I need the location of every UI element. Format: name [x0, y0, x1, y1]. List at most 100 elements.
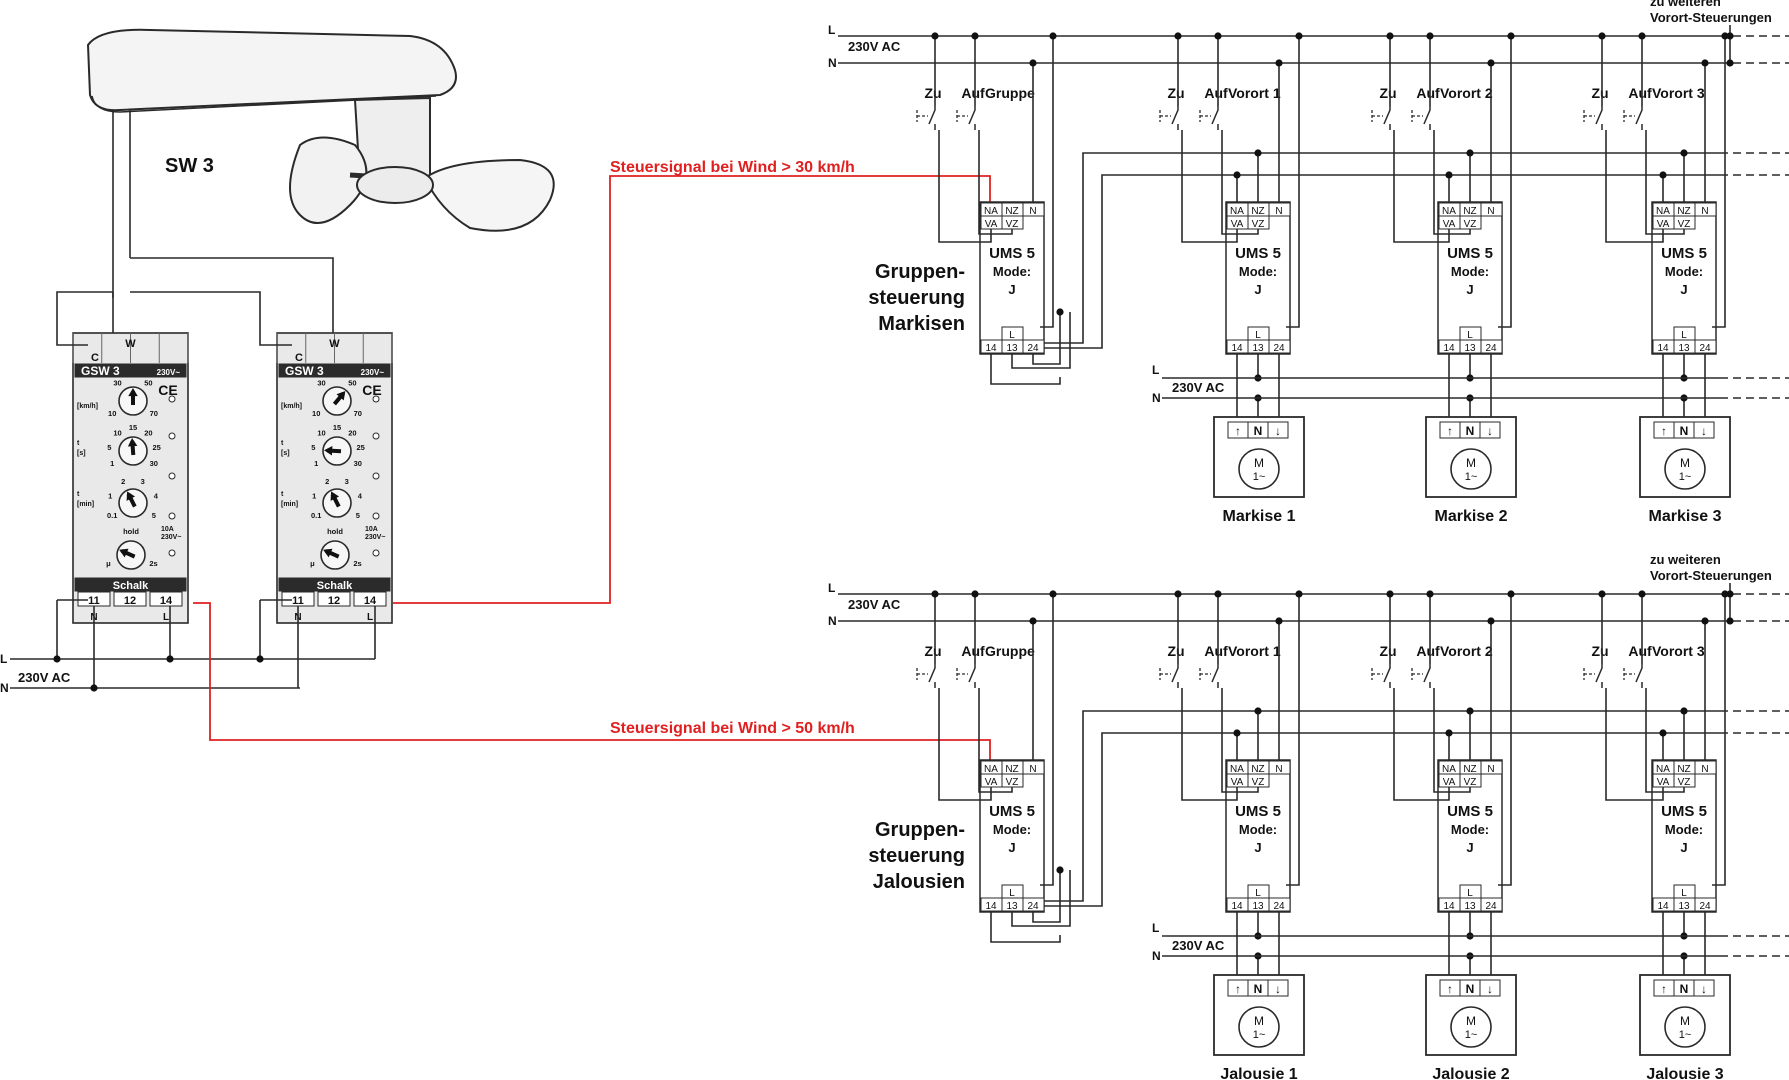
- sensor-housing-edge: [91, 95, 437, 113]
- ums-terminal-label: NA: [1230, 764, 1244, 775]
- junction-dot: [1701, 59, 1709, 67]
- ton-label: t: [281, 440, 284, 447]
- ums-mode-value: J: [1254, 840, 1261, 855]
- switch-label-zu: Zu: [924, 85, 941, 101]
- group-title: Gruppen-: [875, 261, 965, 283]
- switch-contact: [1171, 664, 1179, 688]
- mains-L-label: L: [0, 652, 7, 666]
- signal-wire-50: [193, 602, 991, 763]
- ums-terminal-label: L: [1009, 330, 1015, 341]
- ums-terminal-label: VA: [1231, 219, 1244, 230]
- ums-mode-label: Mode:: [1451, 264, 1489, 279]
- switch-actuator: [1623, 668, 1635, 680]
- ums-terminal-label: NZ: [1005, 206, 1018, 217]
- mains-N-label: N: [0, 681, 9, 695]
- switch-actuator: [916, 668, 928, 680]
- more-label: zu weiteren: [1650, 552, 1721, 567]
- junction-dot: [1214, 32, 1222, 40]
- switch-contact: [928, 664, 936, 688]
- dial-tick-label: 70: [150, 409, 158, 418]
- ums-terminal-label: VZ: [1006, 219, 1019, 230]
- dial-tick-label: 5: [107, 443, 111, 452]
- ums-name-label: Vorort 2: [1440, 85, 1493, 101]
- junction-dot: [1029, 59, 1037, 67]
- switch-actuator: [1623, 110, 1635, 122]
- wire: [1393, 130, 1450, 243]
- ums-name-label: Vorort 3: [1652, 85, 1705, 101]
- motor-symbol: [1238, 448, 1280, 490]
- rail-L-label: L: [828, 581, 835, 595]
- ums-terminal-label: NZ: [1677, 764, 1690, 775]
- wire: [1498, 36, 1512, 328]
- ums-terminal-label: L: [1255, 888, 1261, 899]
- anemometer-cup: [289, 136, 368, 224]
- ums-terminal-label: L: [1681, 330, 1687, 341]
- dial-pointer-head: [128, 388, 138, 397]
- motor-terminal: [1693, 421, 1715, 439]
- ums-mode-value: J: [1008, 840, 1015, 855]
- dial-tick-label: 1: [314, 459, 318, 468]
- wire: [1221, 130, 1259, 235]
- dial-tick-label: 5: [152, 511, 156, 520]
- led-14: [168, 549, 176, 557]
- wire: [1011, 870, 1071, 927]
- mains-voltage-label: 230V AC: [18, 670, 71, 685]
- led-12: [372, 512, 380, 520]
- junction-dot: [1386, 32, 1394, 40]
- motor-terminal-label: ↓: [1275, 982, 1281, 996]
- junction-dot: [1680, 707, 1688, 715]
- junction-dot: [1426, 32, 1434, 40]
- junction-dot: [1487, 59, 1495, 67]
- ums-name-label: Vorort 1: [1228, 85, 1281, 101]
- bottom-terminal: [317, 591, 351, 607]
- ums-terminal-label: NA: [1442, 764, 1456, 775]
- motor-rail-voltage-label: 230V AC: [1172, 380, 1225, 395]
- wire: [1286, 594, 1300, 886]
- led-14: [372, 549, 380, 557]
- dial-tick-label: 20: [348, 429, 356, 438]
- ums-mode-label: Mode:: [1665, 822, 1703, 837]
- switch-actuator: [916, 110, 928, 122]
- junction-dot: [1466, 707, 1474, 715]
- ums-name-label: Gruppe: [985, 85, 1035, 101]
- ce-mark: CE: [362, 382, 381, 398]
- dial-pointer-head: [324, 446, 333, 456]
- ums-terminal-label: 24: [1699, 901, 1711, 912]
- ums-mode-value: J: [1680, 840, 1687, 855]
- ums-title: UMS 5: [1661, 245, 1707, 262]
- ums-terminal-label: NA: [984, 206, 998, 217]
- dial-tick-label: hold: [327, 527, 343, 536]
- group-title: steuerung: [868, 287, 965, 309]
- motor-symbol-M: M: [1466, 456, 1476, 470]
- junction-dot: [1214, 590, 1222, 598]
- ums-terminal-label: VZ: [1252, 219, 1265, 230]
- motor-symbol-phase: 1~: [1679, 1029, 1692, 1041]
- dial-tick-label: 50: [144, 379, 152, 388]
- motor: ↑N↓M1~Markise 3: [1639, 416, 1731, 525]
- junction-dot: [1726, 617, 1734, 625]
- ums-terminal-label: 14: [985, 901, 997, 912]
- ums-terminal-label: VZ: [1678, 777, 1691, 788]
- ums-name-label: Vorort 3: [1652, 643, 1705, 659]
- ums-name-label: Gruppe: [985, 643, 1035, 659]
- junction-dot: [971, 590, 979, 598]
- wire: [56, 291, 113, 346]
- ums-terminal-label: VZ: [1464, 219, 1477, 230]
- motor-terminal-label: ↓: [1487, 982, 1493, 996]
- motor-terminal: [1693, 979, 1715, 997]
- ums-terminal-label: NA: [1656, 206, 1670, 217]
- ums-terminal-label: 24: [1273, 901, 1285, 912]
- dial-tick-label: 2: [325, 477, 329, 486]
- junction-dot: [53, 655, 61, 663]
- relay-title-band: [74, 363, 187, 378]
- motor: ↑N↓M1~Jalousie 3: [1639, 974, 1731, 1080]
- wire: [1605, 688, 1664, 801]
- motor-label: Jalousie 1: [1220, 1066, 1297, 1080]
- junction-dot: [256, 655, 264, 663]
- switch-contact: [1635, 106, 1643, 130]
